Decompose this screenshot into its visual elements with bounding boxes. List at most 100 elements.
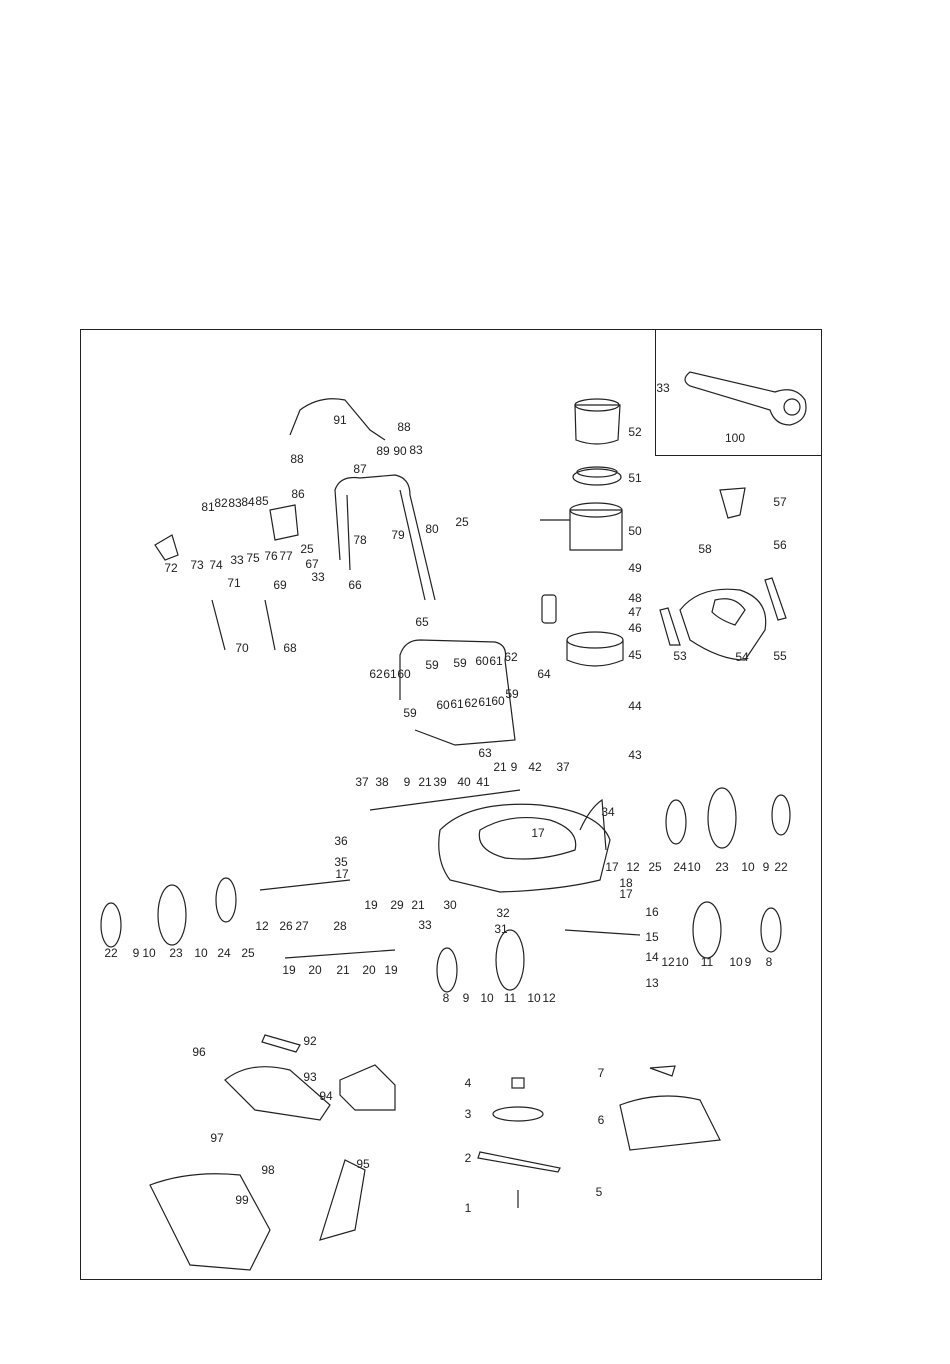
part-label: 15 — [645, 930, 659, 944]
part-label: 72 — [164, 561, 178, 575]
part-label: 55 — [773, 649, 787, 663]
part-label: 40 — [457, 775, 471, 789]
part-label: 89 — [376, 444, 390, 458]
part-label: 44 — [628, 699, 642, 713]
part-label: 84 — [241, 495, 255, 509]
part-label: 4 — [464, 1076, 472, 1090]
part-label: 83 — [228, 496, 242, 510]
part-label: 16 — [645, 905, 659, 919]
part-label: 9 — [132, 946, 140, 960]
part-label: 24 — [673, 860, 687, 874]
part-label: 56 — [773, 538, 787, 552]
part-label: 54 — [735, 650, 749, 664]
part-label: 59 — [505, 687, 519, 701]
part-label: 10 — [675, 955, 689, 969]
part-label: 95 — [356, 1157, 370, 1171]
part-label: 67 — [305, 557, 319, 571]
grass-bag — [149, 1173, 271, 1271]
part-label: 27 — [295, 919, 309, 933]
part-label: 97 — [210, 1131, 224, 1145]
part-label: 8 — [442, 991, 450, 1005]
part-label: 71 — [227, 576, 241, 590]
part-label: 42 — [528, 760, 542, 774]
part-label: 93 — [303, 1070, 317, 1084]
part-label: 78 — [353, 533, 367, 547]
part-label: 98 — [261, 1163, 275, 1177]
part-label: 31 — [494, 922, 508, 936]
part-label: 45 — [628, 648, 642, 662]
part-label: 68 — [283, 641, 297, 655]
part-label: 29 — [390, 898, 404, 912]
part-label: 69 — [273, 578, 287, 592]
part-label: 96 — [192, 1045, 206, 1059]
part-label: 6 — [597, 1113, 605, 1127]
part-label: 12 — [542, 991, 556, 1005]
part-label: 83 — [409, 443, 423, 457]
part-label: 85 — [255, 494, 269, 508]
part-label: 17 — [531, 826, 545, 840]
part-label: 8 — [765, 955, 773, 969]
part-label: 48 — [628, 591, 642, 605]
part-label: 10 — [480, 991, 494, 1005]
part-label: 18 — [619, 876, 633, 890]
motor-cover — [574, 398, 621, 445]
blade-assembly — [477, 1077, 561, 1208]
part-label: 58 — [698, 542, 712, 556]
wrench — [684, 371, 807, 426]
part-label: 33 — [311, 570, 325, 584]
part-label: 88 — [290, 452, 304, 466]
part-label: 19 — [384, 963, 398, 977]
part-label: 82 — [214, 496, 228, 510]
part-label: 60 — [397, 667, 411, 681]
part-label: 38 — [375, 775, 389, 789]
part-label: 17 — [619, 887, 633, 901]
tool-inset-box — [655, 329, 822, 456]
part-label: 60 — [436, 698, 450, 712]
part-label: 57 — [773, 495, 787, 509]
part-label: 3 — [464, 1107, 472, 1121]
part-label: 53 — [673, 649, 687, 663]
part-label: 10 — [687, 860, 701, 874]
part-label: 74 — [209, 558, 223, 572]
rear-flap — [619, 1065, 721, 1151]
part-label: 64 — [537, 667, 551, 681]
part-label: 2 — [464, 1151, 472, 1165]
part-label: 20 — [362, 963, 376, 977]
part-label: 17 — [335, 867, 349, 881]
part-label: 25 — [455, 515, 469, 529]
part-label: 87 — [353, 462, 367, 476]
motor-base — [566, 631, 624, 667]
part-label: 13 — [645, 976, 659, 990]
part-label: 7 — [597, 1066, 605, 1080]
part-label: 22 — [104, 946, 118, 960]
part-label: 90 — [393, 444, 407, 458]
part-label: 32 — [496, 906, 510, 920]
part-label: 61 — [478, 695, 492, 709]
part-label: 33 — [418, 918, 432, 932]
part-label: 91 — [333, 413, 347, 427]
mower-deck — [438, 798, 611, 893]
part-label: 5 — [595, 1185, 603, 1199]
part-label: 9 — [403, 775, 411, 789]
part-label: 37 — [556, 760, 570, 774]
part-label: 23 — [169, 946, 183, 960]
top-cover — [659, 487, 787, 661]
part-label: 10 — [194, 946, 208, 960]
part-label: 62 — [369, 667, 383, 681]
part-label: 28 — [333, 919, 347, 933]
part-label: 26 — [279, 919, 293, 933]
part-label: 49 — [628, 561, 642, 575]
part-label: 62 — [504, 650, 518, 664]
part-label: 60 — [475, 654, 489, 668]
part-label: 51 — [628, 471, 642, 485]
part-label: 21 — [418, 775, 432, 789]
part-label: 61 — [383, 667, 397, 681]
part-label: 75 — [246, 551, 260, 565]
motor — [540, 502, 623, 551]
capacitor — [541, 594, 557, 624]
part-label: 9 — [462, 991, 470, 1005]
part-label: 12 — [255, 919, 269, 933]
part-label: 73 — [190, 558, 204, 572]
part-label: 9 — [762, 860, 770, 874]
part-label: 14 — [645, 950, 659, 964]
